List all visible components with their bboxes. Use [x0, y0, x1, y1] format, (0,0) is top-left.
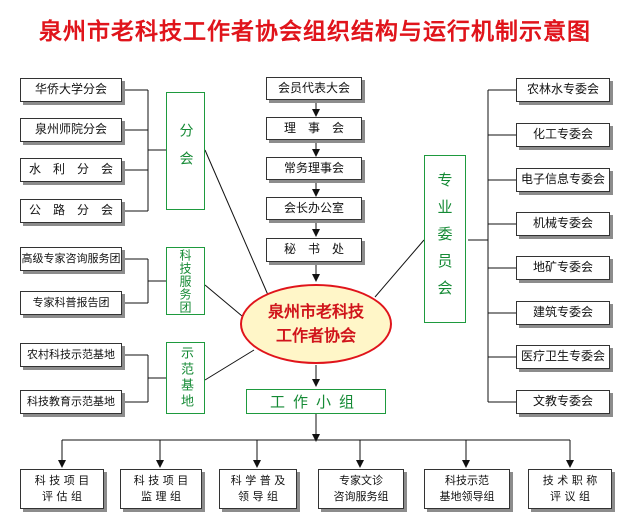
center-line-2: 工作者协会 — [275, 326, 356, 345]
workgroup-item-line2: 领 导 组 — [238, 490, 278, 503]
committee-group-label: 专业委员会 — [424, 155, 466, 323]
workgroup-item: 科 技 项 目评 估 组 — [20, 469, 104, 509]
committee-item: 电子信息专委会 — [516, 168, 610, 192]
workgroup-item-line1: 科技示范 — [445, 474, 489, 488]
workgroup-item-line1: 科 技 项 目 — [133, 474, 189, 488]
diagram-title: 泉州市老科技工作者协会组织结构与运行机制示意图 — [39, 19, 591, 45]
branch-group-label: 分会 — [166, 92, 205, 210]
branch-item: 泉州师院分会 — [20, 118, 122, 142]
workgroup-item-line1: 专家文诊 — [339, 474, 383, 488]
center-association: 泉州市老科技 工作者协会 — [240, 284, 392, 364]
workgroup-item-line2: 基地领导组 — [439, 490, 495, 503]
chain-node-secretariat: 秘 书 处 — [266, 238, 362, 262]
workgroup-item-line2: 咨询服务组 — [333, 490, 389, 503]
workgroup-item: 科技示范基地领导组 — [424, 469, 510, 509]
chain-node-standing-council: 常务理事会 — [266, 157, 362, 180]
workgroup-item: 技 术 职 称评 议 组 — [528, 469, 612, 509]
service-group-label: 科技服务团 — [166, 247, 205, 315]
committee-item: 农林水专委会 — [516, 78, 610, 102]
committee-item: 建筑专委会 — [516, 301, 610, 325]
chain-node-president-office: 会长办公室 — [266, 197, 362, 220]
committee-item: 化工专委会 — [516, 123, 610, 147]
workgroup-item: 科 技 项 目监 理 组 — [120, 469, 202, 509]
branch-item: 华侨大学分会 — [20, 78, 122, 102]
workgroup-item: 专家文诊咨询服务组 — [318, 469, 404, 509]
workgroup-item-line1: 科 技 项 目 — [34, 474, 90, 488]
committee-item: 地矿专委会 — [516, 256, 610, 280]
service-item: 专家科普报告团 — [20, 291, 122, 315]
workgroup-label: 工作小组 — [246, 389, 386, 414]
branch-item: 公 路 分 会 — [20, 199, 122, 223]
workgroup-item-line1: 科 学 普 及 — [230, 474, 286, 488]
branch-item: 水 利 分 会 — [20, 158, 122, 182]
workgroup-item: 科 学 普 及领 导 组 — [219, 469, 297, 509]
workgroup-item-line2: 监 理 组 — [141, 490, 181, 503]
committee-item: 医疗卫生专委会 — [516, 345, 610, 369]
chain-node-member-congress: 会员代表大会 — [266, 77, 362, 100]
workgroup-item-line1: 技 术 职 称 — [542, 474, 598, 488]
committee-item: 机械专委会 — [516, 212, 610, 236]
chain-node-council: 理 事 会 — [266, 117, 362, 140]
committee-group-text: 专业委员会 — [435, 171, 454, 307]
demo-group-text: 示范基地 — [178, 346, 193, 410]
service-group-text: 科技服务团 — [178, 248, 192, 314]
branch-group-text: 分会 — [177, 123, 194, 179]
center-line-1: 泉州市老科技 — [267, 302, 364, 321]
demo-item: 农村科技示范基地 — [20, 343, 122, 367]
demo-item: 科技教育示范基地 — [20, 390, 122, 414]
workgroup-item-line2: 评 估 组 — [42, 490, 82, 503]
service-item: 高级专家咨询服务团 — [20, 247, 122, 271]
workgroup-item-line2: 评 议 组 — [550, 490, 590, 503]
demo-group-label: 示范基地 — [166, 342, 205, 414]
committee-item: 文教专委会 — [516, 390, 610, 414]
